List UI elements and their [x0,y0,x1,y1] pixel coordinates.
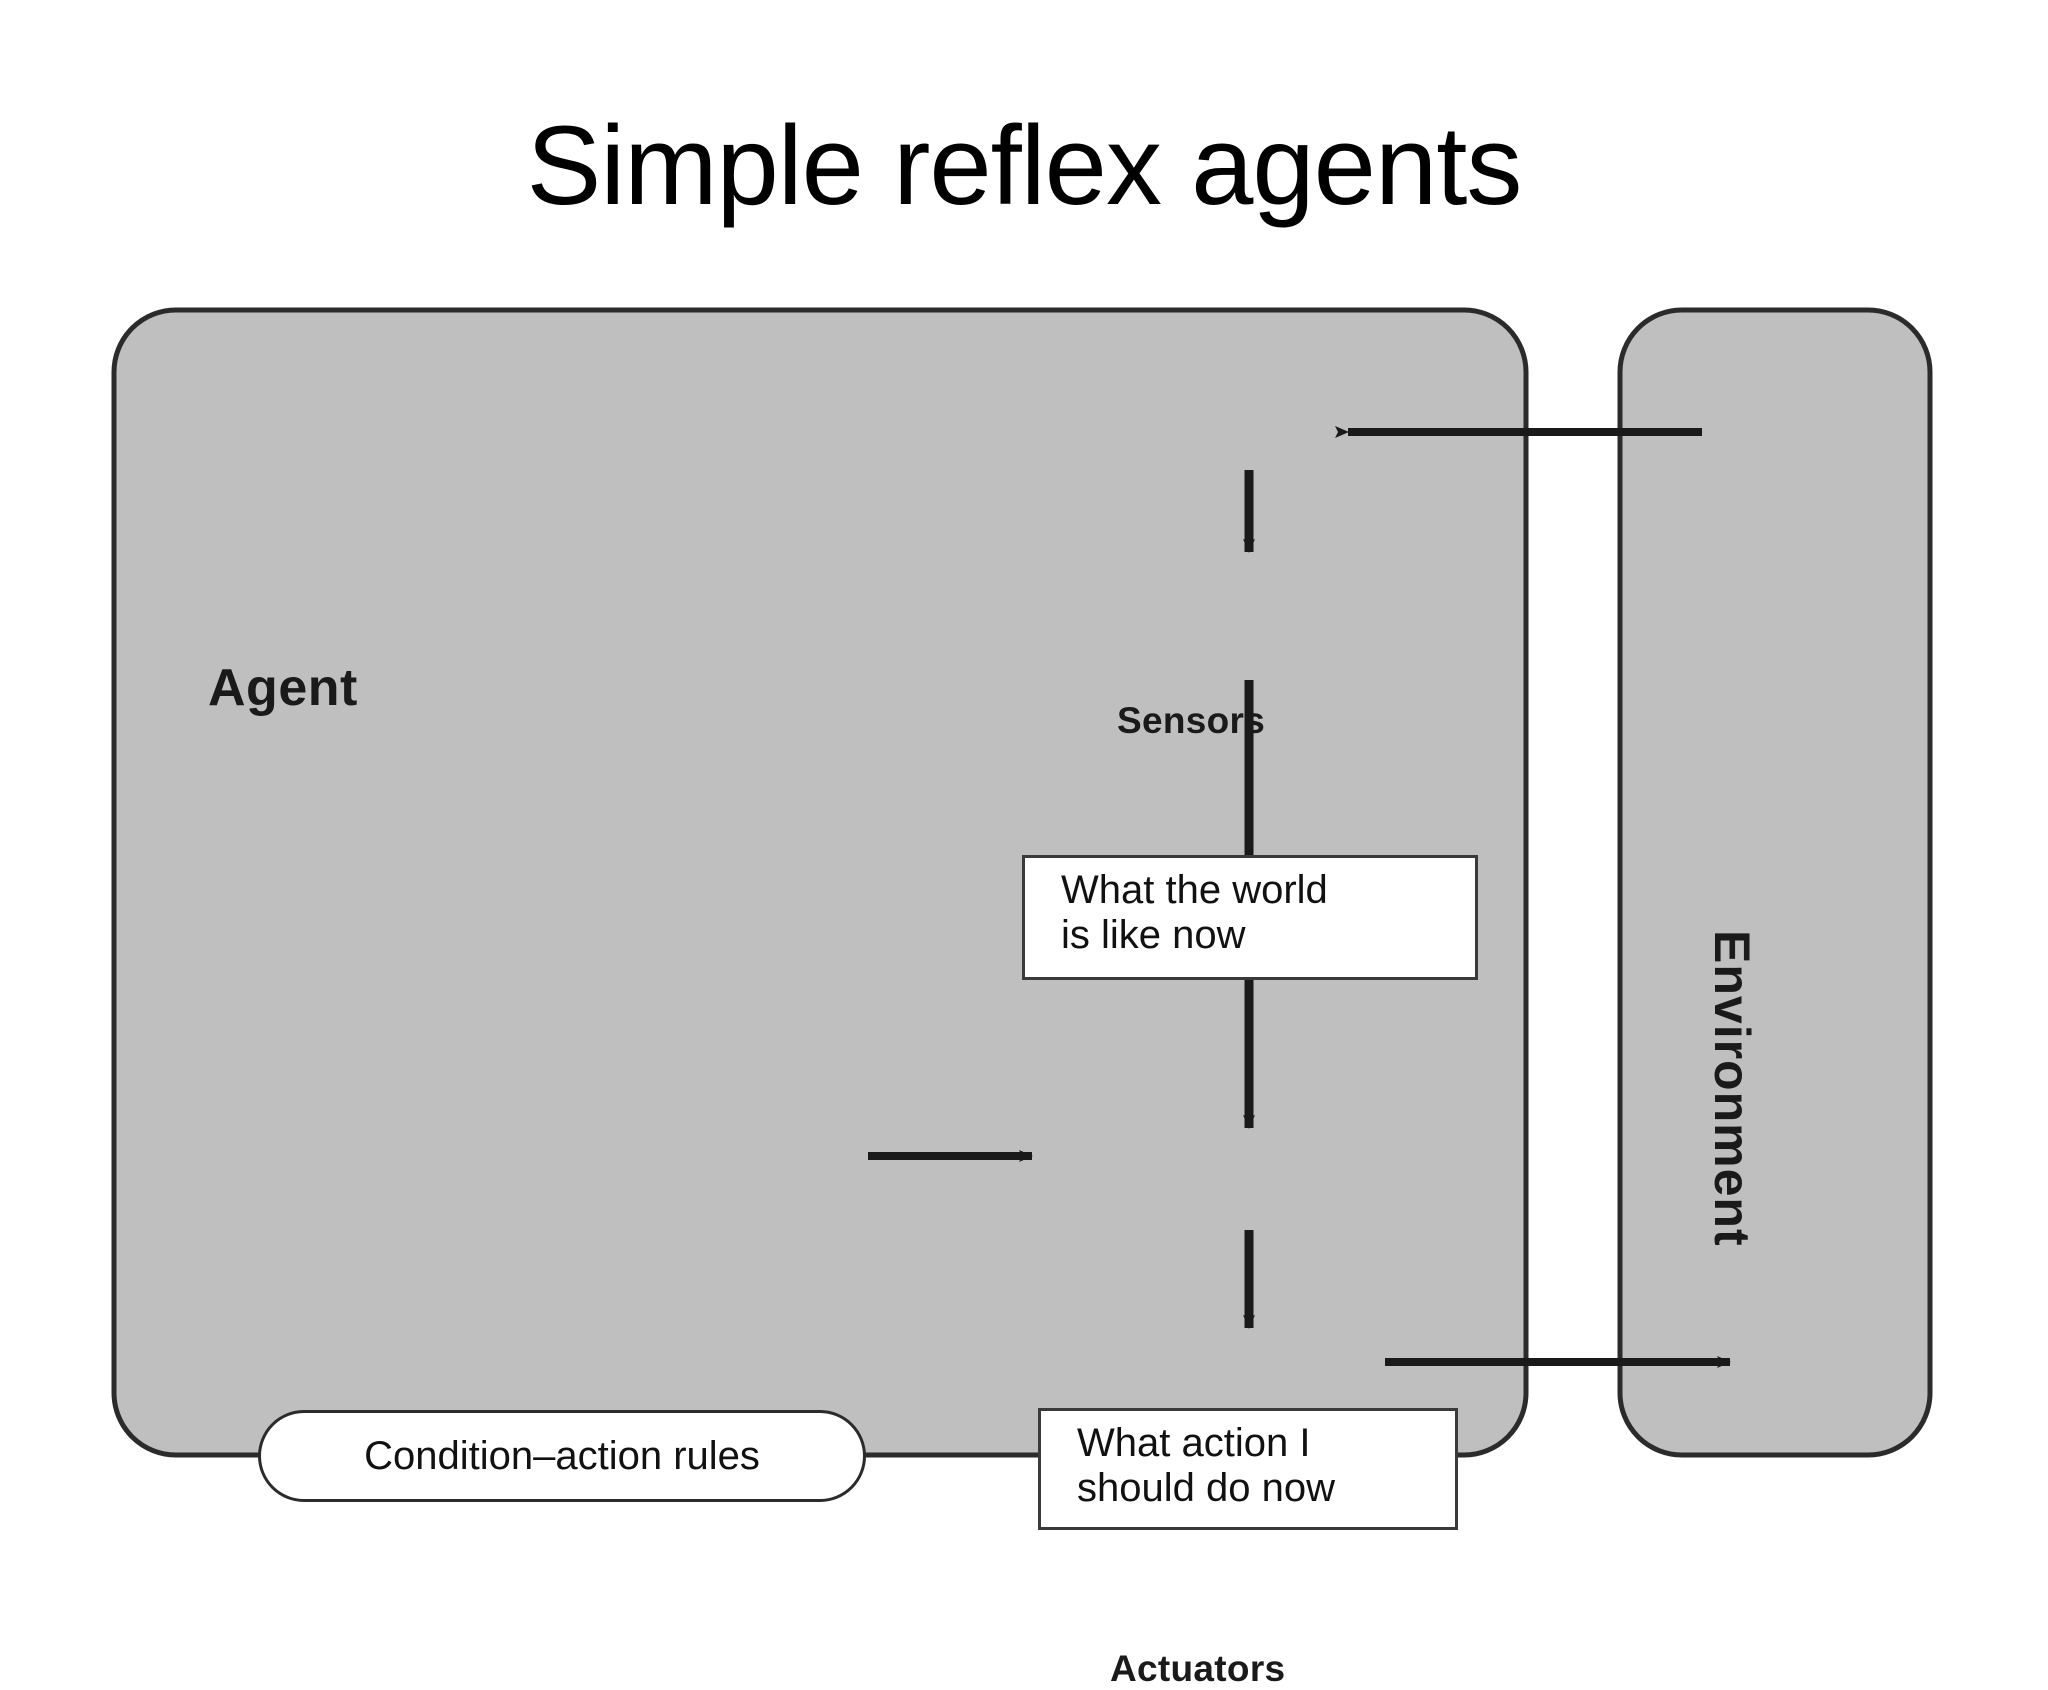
diagram-canvas [111,307,1933,1458]
actuators-label: Actuators [1110,1648,1286,1689]
environment-panel-label: Environment [1704,930,1760,1247]
node-condition-action-rules: Condition–action rules [258,1410,866,1502]
agent-diagram: Agent Environment Sensors Actuators What… [0,300,2048,1689]
slide-canvas: Simple reflex agents [0,103,2048,1689]
environment-panel [1617,307,1933,1458]
node-action-choice: What action I should do now [1038,1408,1458,1530]
agent-panel-label: Agent [208,659,358,717]
sensors-label: Sensors [1117,700,1266,741]
page-title: Simple reflex agents [526,103,1523,228]
node-world-state: What the world is like now [1022,855,1478,980]
